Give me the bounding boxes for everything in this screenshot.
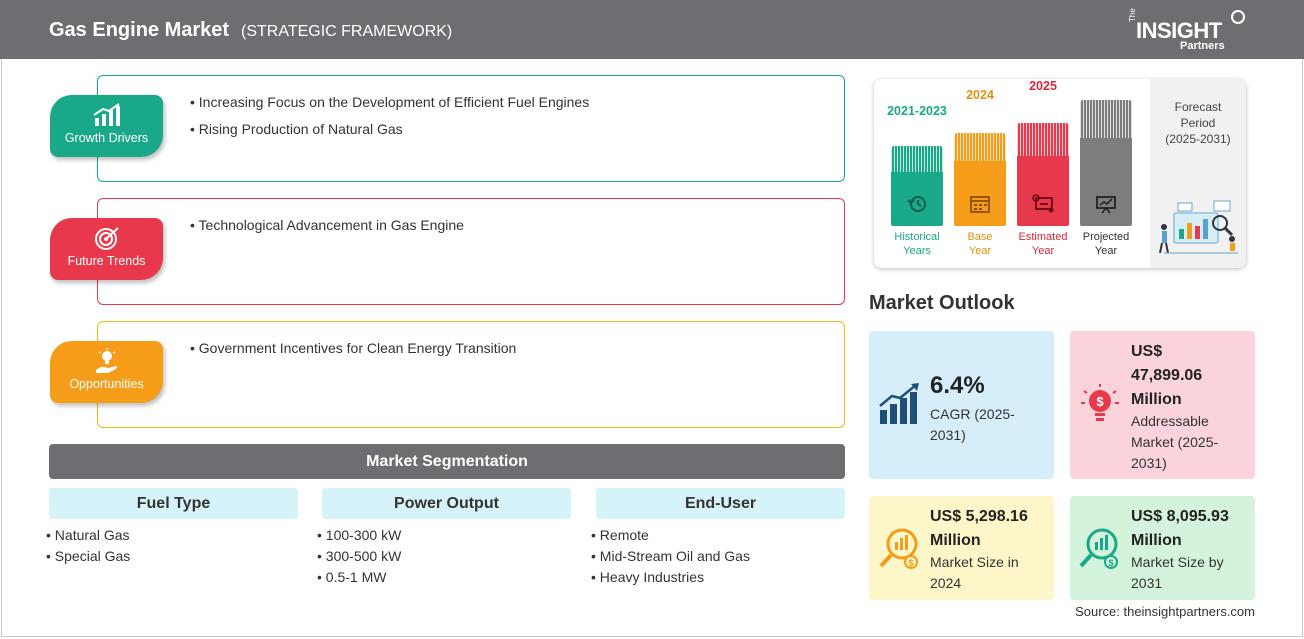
segment-header: Fuel Type <box>49 488 298 519</box>
timeline-column-projected: 2031 <box>1080 80 1132 226</box>
cagr-value: 6.4% <box>930 372 985 399</box>
opportunities-card: Government Incentives for Clean Energy T… <box>97 321 845 428</box>
timeline-year: 2025 <box>1029 79 1057 93</box>
growth-chart-icon <box>92 103 120 126</box>
history-clock-icon <box>907 196 926 212</box>
future-trends-badge: Future Trends <box>50 218 163 280</box>
page-title: Gas Engine Market <box>49 19 230 41</box>
timeline-year: 2021-2023 <box>887 104 947 118</box>
forecast-label: Forecast <box>1174 100 1222 114</box>
segment-item: Heavy Industries <box>591 569 845 590</box>
timeline-label-estimated: Estimated Year <box>1018 231 1068 257</box>
badge-label: Opportunities <box>69 377 144 391</box>
timeline-label-projected: Projected Year <box>1082 231 1130 257</box>
badge-label: Future Trends <box>67 254 146 268</box>
timeline-bar <box>1080 100 1132 226</box>
outlook-title: Market Outlook <box>869 292 1015 314</box>
timeline-panel: 2021-2023 2024 2025 <box>874 79 1246 268</box>
segment-item: 300-500 kW <box>317 548 571 569</box>
list-item: Government Incentives for Clean Energy T… <box>190 340 517 356</box>
growth-bars-icon <box>879 383 919 424</box>
market-size-2024-label: Market Size in 2024 <box>930 554 1019 591</box>
segment-item: Natural Gas <box>46 527 298 548</box>
addressable-market-label: Addressable Market (2025- 2031) <box>1131 413 1219 471</box>
calendar-icon <box>970 196 990 213</box>
segment-item: Mid-Stream Oil and Gas <box>591 548 845 569</box>
list-item: Increasing Focus on the Development of E… <box>190 94 589 110</box>
header-bar: Gas Engine Market (STRATEGIC FRAMEWORK) … <box>0 0 1304 59</box>
segment-item: 100-300 kW <box>317 527 571 548</box>
segmentation-title: Market Segmentation <box>49 444 845 479</box>
page-subtitle: (STRATEGIC FRAMEWORK) <box>241 23 453 40</box>
badge-label: Growth Drivers <box>64 131 149 145</box>
forecast-period-panel: Forecast Period (2025-2031) <box>1150 79 1246 268</box>
market-size-2031-tile: $ US$ 8,095.93 Million Market Size by 20… <box>1070 496 1255 600</box>
timeline-bar <box>954 133 1006 226</box>
forecast-range: (2025-2031) <box>1165 132 1231 146</box>
addressable-market-tile: $ US$ 47,899.06 Million Addressable Mark… <box>1070 331 1255 479</box>
segment-power-output: Power Output 100-300 kW 300-500 kW 0.5-1… <box>322 488 571 590</box>
lightbulb-hand-icon <box>95 348 117 373</box>
future-trends-card: Technological Advancement in Gas Engine <box>97 198 845 305</box>
timeline-year: 2024 <box>966 88 994 102</box>
analytics-people-illustration <box>1159 200 1238 254</box>
dollar-magnifier-green-icon: $ <box>1079 528 1118 569</box>
svg-text:$: $ <box>908 558 913 568</box>
timeline-label-historical: Historical Years <box>894 231 940 257</box>
projection-board-icon <box>1096 196 1116 214</box>
svg-text:$: $ <box>1108 558 1113 568</box>
insight-partners-logo: The INSIGHT Partners <box>1128 8 1248 54</box>
segment-item: 0.5-1 MW <box>317 569 571 590</box>
segment-end-user: End-User Remote Mid-Stream Oil and Gas H… <box>596 488 845 590</box>
segment-header: End-User <box>596 488 845 519</box>
timeline-bar <box>891 146 943 226</box>
timeline-column-estimated: 2025 <box>1017 79 1069 226</box>
market-size-2024-value: US$ 5,298.16 Million <box>930 508 1028 549</box>
addressable-market-value: US$ 47,899.06 Million <box>1131 343 1203 408</box>
segment-header: Power Output <box>322 488 571 519</box>
list-item: Rising Production of Natural Gas <box>190 121 589 137</box>
growth-drivers-card: Increasing Focus on the Development of E… <box>97 75 845 182</box>
cagr-tile: 6.4% CAGR (2025- 2031) <box>869 331 1054 479</box>
forecast-label: Period <box>1180 116 1216 130</box>
dollar-magnifier-yellow-icon: $ <box>879 528 918 569</box>
market-size-2031-label: Market Size by 2031 <box>1131 554 1224 591</box>
timeline-column-base: 2024 <box>954 88 1006 226</box>
list-item: Technological Advancement in Gas Engine <box>190 217 464 233</box>
target-icon <box>94 227 119 250</box>
market-size-2024-tile: $ US$ 5,298.16 Million Market Size in 20… <box>869 496 1054 600</box>
market-size-2031-value: US$ 8,095.93 Million <box>1131 508 1229 549</box>
timeline-label-base: Base Year <box>967 231 993 257</box>
segment-item: Special Gas <box>46 548 298 569</box>
source-note: Source: theinsightpartners.com <box>1075 604 1255 619</box>
growth-drivers-badge: Growth Drivers <box>50 95 163 157</box>
cagr-label: CAGR (2025- 2031) <box>930 406 1015 443</box>
segment-item: Remote <box>591 527 845 548</box>
dollar-bulb-icon: $ <box>1081 384 1119 421</box>
opportunities-badge: Opportunities <box>50 341 163 403</box>
timeline-column-historical: 2021-2023 <box>887 104 947 226</box>
timeline-bar <box>1017 123 1069 226</box>
content-frame <box>1 59 1303 637</box>
estimate-screen-icon <box>1032 194 1054 213</box>
segment-fuel-type: Fuel Type Natural Gas Special Gas <box>49 488 298 569</box>
svg-text:$: $ <box>1096 394 1104 409</box>
